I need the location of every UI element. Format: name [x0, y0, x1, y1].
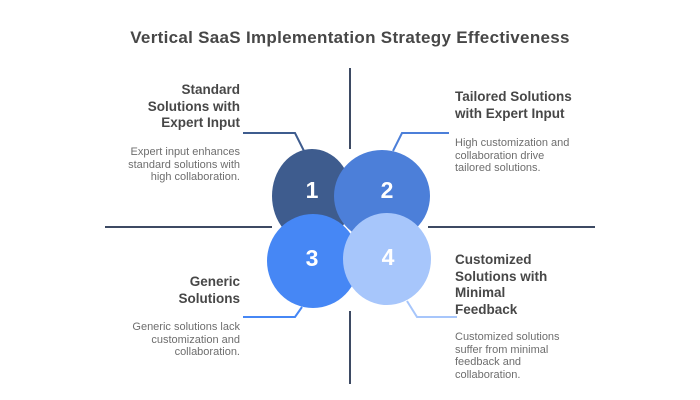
quadrant-4-heading: Customized Solutions with Minimal Feedba… — [455, 252, 548, 317]
quadrant-1-heading: Standard Solutions with Expert Input — [147, 82, 240, 130]
quadrant-3-heading: Generic Solutions — [178, 274, 241, 306]
diagram-title: Vertical SaaS Implementation Strategy Ef… — [130, 28, 570, 47]
quadrant-1-description: Expert input enhances standard solutions… — [128, 146, 240, 183]
connector-line-2 — [392, 132, 449, 152]
venn-circle-4 — [343, 213, 431, 305]
venn-circle-3 — [267, 214, 359, 308]
connector-line-3 — [243, 306, 303, 318]
circle-number-2: 2 — [381, 177, 394, 203]
connector-line-1 — [243, 132, 305, 152]
quadrant-3-description: Generic solutions lack customization and… — [132, 321, 240, 358]
quadrant-2-description: High customization and collaboration dri… — [455, 137, 570, 174]
circle-number-3: 3 — [306, 245, 319, 271]
quadrant-4-description: Customized solutions suffer from minimal… — [455, 331, 560, 381]
circle-number-4: 4 — [382, 244, 395, 270]
quadrant-2-heading: Tailored Solutions with Expert Input — [455, 89, 572, 121]
connector-line-4 — [406, 300, 457, 318]
circle-number-1: 1 — [306, 177, 319, 203]
